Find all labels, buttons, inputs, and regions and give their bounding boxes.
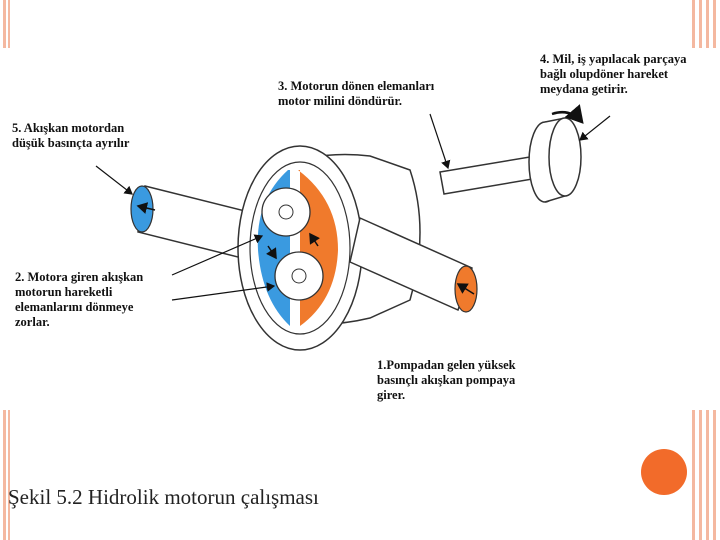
leader-line-step2-a: [171, 234, 264, 276]
leader-line-step3: [429, 113, 451, 170]
outlet-pipe: [130, 185, 266, 263]
leader-line-step5: [95, 165, 133, 195]
right-decor-stripes: [692, 0, 716, 540]
figure-caption: Şekil 5.2 Hidrolik motorun çalışması: [8, 485, 319, 509]
step3-label: 3. Motorun dönen elemanları motor milini…: [278, 79, 435, 108]
step2-label: 2. Motora giren akışkan motorun hareketl…: [15, 270, 144, 329]
leader-line-step2-b: [171, 282, 276, 301]
left-decor-stripes: [3, 0, 10, 540]
step1-label: 1.Pompadan gelen yüksek basınçlı akışkan…: [377, 358, 516, 402]
step4-label: 4. Mil, iş yapılacak parçaya bağlı olupd…: [540, 52, 687, 96]
step5-label: 5. Akışkan motordan düşük basınçta ayrıl…: [12, 121, 130, 150]
inlet-pipe: [349, 216, 478, 313]
shaft-coupling: [528, 104, 584, 203]
decor-orange-dot: [641, 449, 687, 495]
leader-line-step4: [579, 115, 611, 141]
motor-housing: [237, 145, 421, 351]
